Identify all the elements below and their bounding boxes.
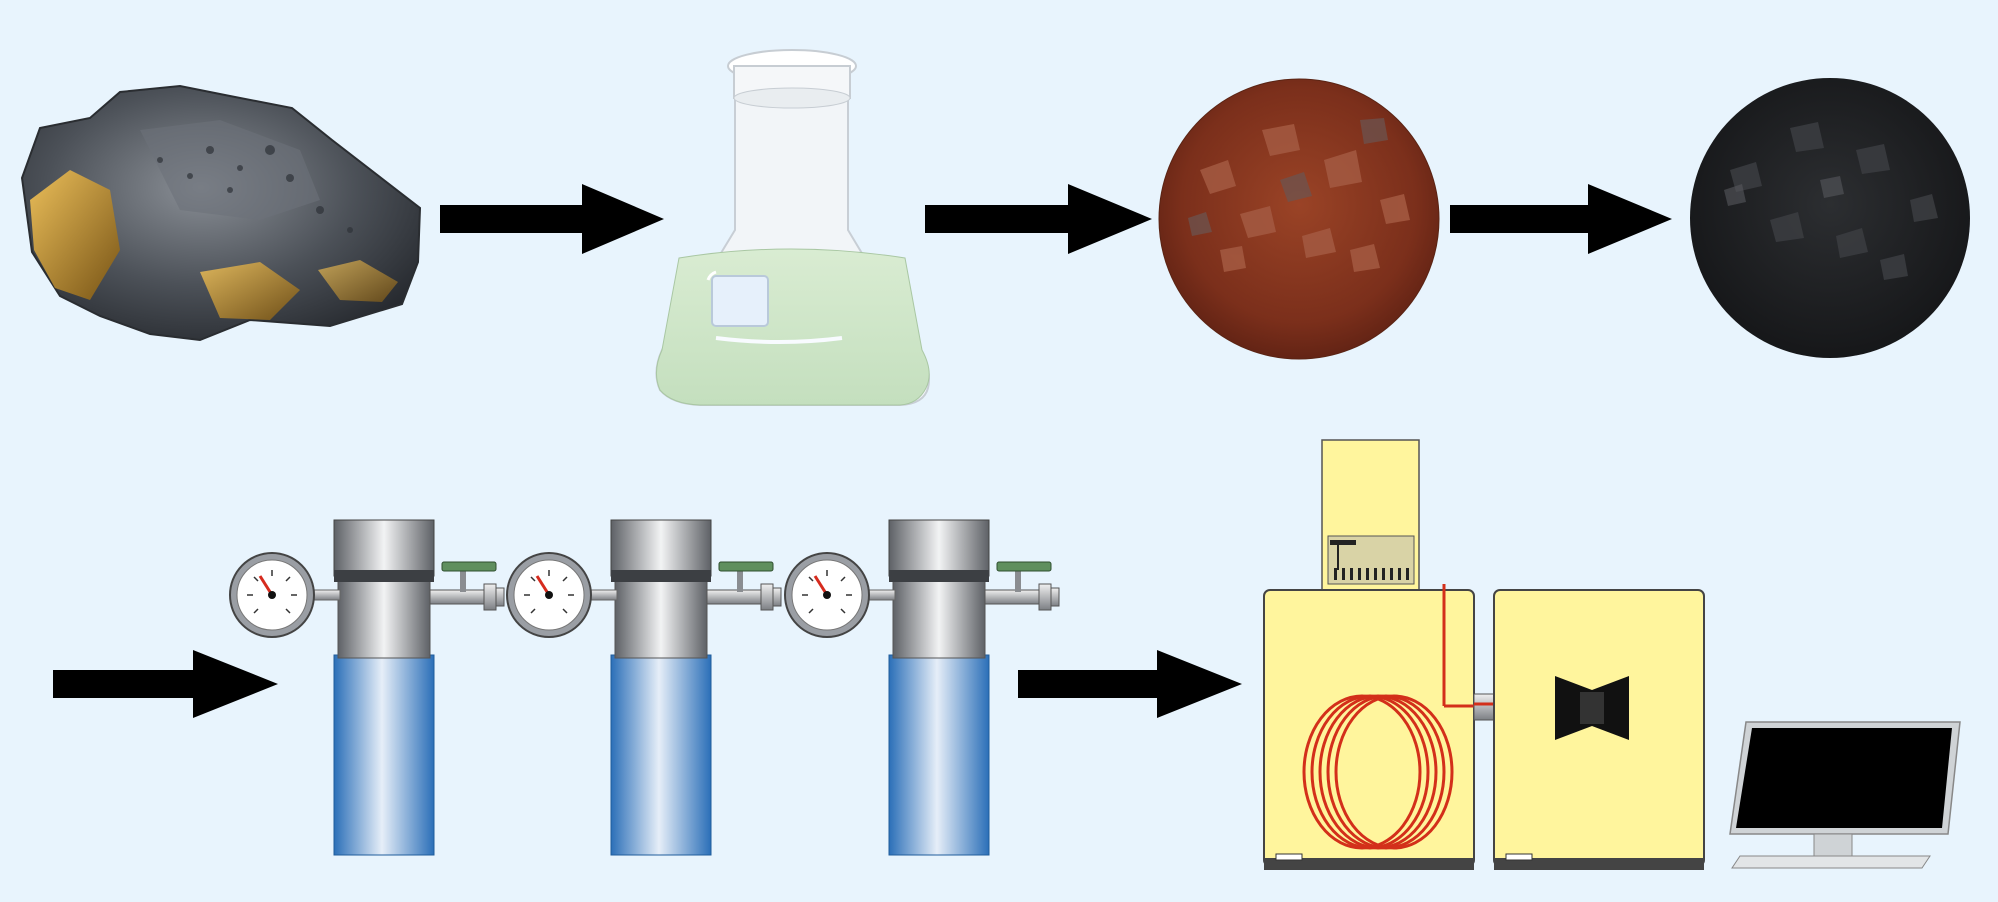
flow-arrow bbox=[925, 184, 1152, 254]
erlenmeyer-flask-icon bbox=[655, 49, 930, 406]
flow-arrow bbox=[53, 650, 278, 718]
gas-cylinder-icon bbox=[505, 518, 783, 857]
flow-arrow bbox=[440, 184, 664, 254]
computer-monitor-icon bbox=[1729, 721, 1961, 869]
gc-ms-instrument-icon bbox=[1263, 439, 1705, 870]
red-powder-sample-icon bbox=[1158, 78, 1440, 360]
flow-arrow bbox=[1018, 650, 1242, 718]
black-granular-sample-icon bbox=[1690, 78, 1970, 358]
ore-rock-icon bbox=[20, 84, 422, 342]
flow-arrow bbox=[1450, 184, 1672, 254]
gas-cylinder-icon bbox=[783, 518, 1061, 857]
gas-cylinder-icon bbox=[228, 518, 506, 857]
